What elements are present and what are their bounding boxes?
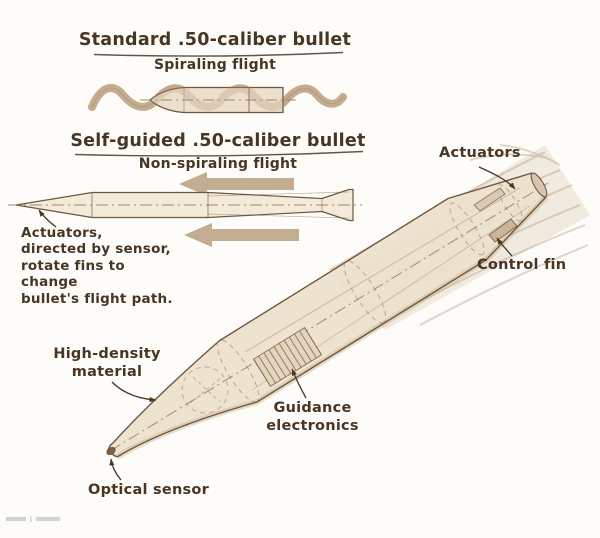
bullet-upper-edge [112, 172, 533, 444]
fin-root-line [207, 191, 350, 197]
guidance-electronics-hatch [252, 326, 323, 387]
annotation-leader [38, 209, 57, 228]
actuator-end-cap [530, 172, 548, 198]
construction-cross [192, 376, 221, 403]
fin-root-line [207, 213, 350, 219]
guidance-leader [291, 368, 307, 399]
optical-sensor-label: Optical sensor [88, 482, 210, 498]
optical-sensor-dot [106, 446, 116, 456]
flight-direction-arrow-bottom [184, 223, 299, 247]
actuators-annotation: Actuators, directed by sensor, rotate fi… [21, 225, 173, 307]
surface-seam [244, 187, 521, 353]
actuators-leader [478, 166, 516, 190]
leader-lines [38, 166, 516, 481]
optical-sensor-leader [109, 458, 122, 481]
guided-bullet-subtitle: Non-spiraling flight [138, 156, 298, 172]
guided-bullet-side-view [8, 172, 362, 247]
title-underline-standard [93, 51, 344, 57]
nose-construction-circle [181, 366, 229, 414]
high-density-label: High-density material [53, 346, 161, 380]
perspective-bullet-sketch [106, 144, 590, 460]
perspective-centerline [109, 182, 549, 452]
high-density-leader [111, 381, 157, 403]
title-underline-guided [74, 150, 364, 157]
control-fin-shape [473, 187, 506, 212]
actuators-label: Actuators [439, 145, 521, 161]
standard-bullet-drawing [88, 84, 347, 114]
guided-bullet-title: Self-guided .50-caliber bullet [70, 131, 366, 151]
bullet-body-fill [109, 173, 547, 457]
construction-ellipse [343, 260, 387, 324]
spiral-ribbon-front [88, 84, 347, 111]
control-fin-shape [488, 218, 518, 243]
standard-bullet-subtitle: Spiraling flight [153, 57, 277, 73]
watermark [6, 516, 60, 522]
flight-direction-arrow-top [179, 172, 294, 196]
guidance-electronics-label: Guidance electronics [266, 400, 359, 434]
control-fin-leader [496, 237, 513, 257]
construction-ellipse [497, 184, 523, 222]
control-fin-label: Control fin [477, 257, 567, 273]
standard-bullet-title: Standard .50-caliber bullet [78, 30, 352, 50]
construction-ellipse [449, 202, 485, 256]
construction-ellipse [216, 339, 260, 403]
